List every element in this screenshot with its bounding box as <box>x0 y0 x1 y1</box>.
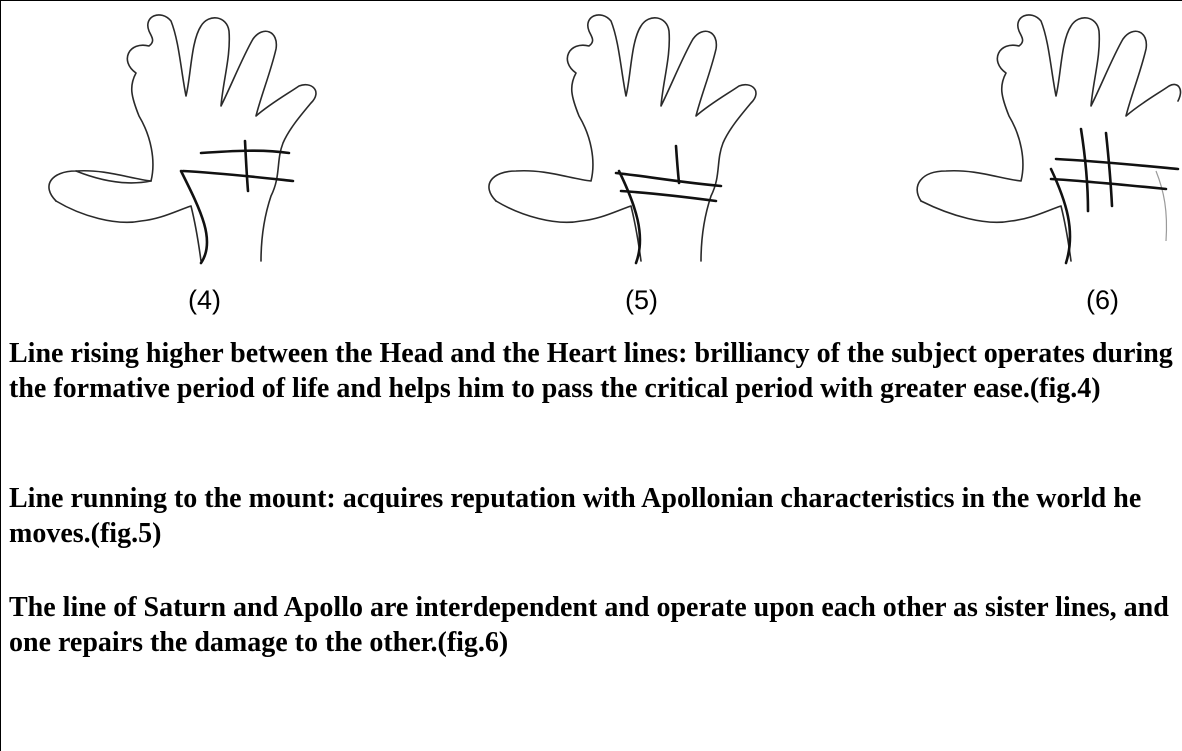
paragraph-fig6: The line of Saturn and Apollo are interd… <box>9 590 1177 660</box>
palm-figure-4 <box>31 1 331 281</box>
figure-caption-6: (6) <box>1086 285 1119 316</box>
palm-hand-icon <box>916 1 1182 281</box>
figure-caption-5: (5) <box>625 285 658 316</box>
palm-hand-icon <box>31 1 331 281</box>
paragraph-fig4: Line rising higher between the Head and … <box>9 336 1177 406</box>
figure-caption-4: (4) <box>188 285 221 316</box>
palm-figure-6 <box>916 1 1182 281</box>
palm-figure-5 <box>471 1 771 281</box>
paragraph-fig5: Line running to the mount: acquires repu… <box>9 481 1177 551</box>
palm-hand-icon <box>471 1 771 281</box>
